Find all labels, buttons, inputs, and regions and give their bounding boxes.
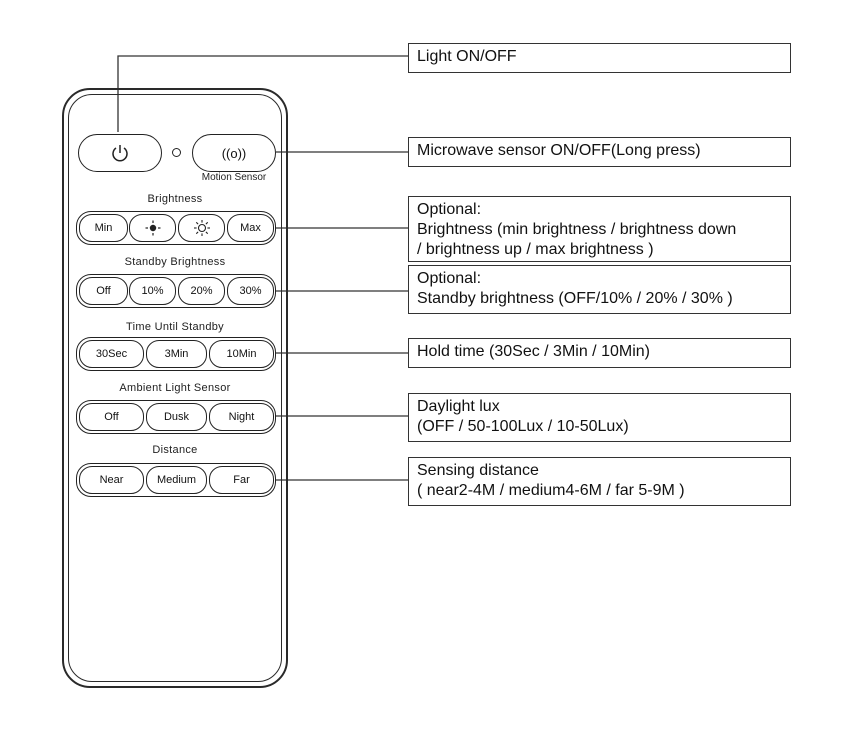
time-30sec-button[interactable]: 30Sec — [79, 340, 144, 368]
motion-sensor-label: Motion Sensor — [201, 172, 267, 183]
brightness-up-button[interactable] — [178, 214, 225, 242]
time-group — [76, 337, 276, 371]
standby-off-label: Off — [96, 285, 111, 297]
distance-near-label: Near — [99, 474, 124, 486]
standby-10-button[interactable]: 10% — [129, 277, 176, 305]
brightness-max-button[interactable]: Max — [227, 214, 274, 242]
callout-microwave-line: Microwave sensor ON/OFF(Long press) — [417, 142, 701, 159]
callout-light-line: Light ON/OFF — [417, 48, 517, 65]
callout-standby: Optional: Standby brightness (OFF/10% / … — [408, 265, 791, 314]
distance-far-label: Far — [233, 474, 250, 486]
distance-medium-label: Medium — [156, 474, 197, 486]
time-3min-label: 3Min — [164, 348, 189, 360]
callout-daylight: Daylight lux (OFF / 50-100Lux / 10-50Lux… — [408, 393, 791, 442]
ambient-off-button[interactable]: Off — [79, 403, 144, 431]
brightness-down-icon — [145, 220, 160, 236]
callout-standby-line-1: Optional: — [417, 270, 482, 287]
standby-30-label: 30% — [239, 285, 262, 297]
callout-light: Light ON/OFF — [408, 43, 791, 73]
leader-light — [117, 55, 408, 132]
ambient-dusk-button[interactable]: Dusk — [146, 403, 207, 431]
standby-20-button[interactable]: 20% — [178, 277, 225, 305]
time-10min-label: 10Min — [226, 348, 257, 360]
brightness-up-icon — [193, 220, 210, 236]
brightness-down-button[interactable] — [129, 214, 176, 242]
indicator-led — [172, 148, 181, 157]
callout-distance-line-2: ( near2-4M / medium4-6M / far 5-9M ) — [417, 482, 685, 499]
distance-group — [76, 463, 276, 497]
distance-far-button[interactable]: Far — [209, 466, 274, 494]
callout-daylight-line-1: Daylight lux — [417, 398, 500, 415]
callout-standby-line-2: Standby brightness (OFF/10% / 20% / 30% … — [417, 290, 733, 307]
callout-distance: Sensing distance ( near2-4M / medium4-6M… — [408, 457, 791, 506]
callout-distance-line-1: Sensing distance — [417, 462, 539, 479]
ambient-off-label: Off — [104, 411, 119, 423]
ambient-night-label: Night — [228, 411, 255, 423]
motion-sensor-button[interactable]: ((o)) — [192, 134, 276, 172]
standby-off-button[interactable]: Off — [79, 277, 128, 305]
callout-hold-line: Hold time (30Sec / 3Min / 10Min) — [417, 343, 650, 360]
standby-30-button[interactable]: 30% — [227, 277, 274, 305]
ambient-title: Ambient Light Sensor — [119, 382, 231, 394]
power-button[interactable] — [78, 134, 162, 172]
brightness-max-label: Max — [240, 222, 261, 234]
standby-20-label: 20% — [190, 285, 213, 297]
callout-microwave: Microwave sensor ON/OFF(Long press) — [408, 137, 791, 167]
brightness-group — [76, 211, 276, 245]
standby-10-label: 10% — [141, 285, 164, 297]
distance-medium-button[interactable]: Medium — [146, 466, 207, 494]
callout-brightness-line-1: Optional: — [417, 201, 482, 218]
standby-title: Standby Brightness — [124, 256, 226, 268]
time-30sec-label: 30Sec — [95, 348, 128, 360]
callout-brightness-line-2: Brightness (min brightness / brightness … — [417, 221, 737, 238]
callout-daylight-line-2: (OFF / 50-100Lux / 10-50Lux) — [417, 418, 629, 435]
remote-inner-border — [68, 94, 282, 682]
time-3min-button[interactable]: 3Min — [146, 340, 207, 368]
brightness-min-label: Min — [94, 222, 113, 234]
motion-wave-icon: ((o)) — [221, 145, 247, 161]
time-10min-button[interactable]: 10Min — [209, 340, 274, 368]
time-title: Time Until Standby — [126, 321, 224, 333]
distance-title: Distance — [152, 444, 198, 456]
callout-brightness: Optional: Brightness (min brightness / b… — [408, 196, 791, 262]
ambient-night-button[interactable]: Night — [209, 403, 274, 431]
remote-body — [62, 88, 288, 688]
ambient-dusk-label: Dusk — [163, 411, 190, 423]
power-icon — [112, 145, 128, 162]
ambient-group — [76, 400, 276, 434]
distance-near-button[interactable]: Near — [79, 466, 144, 494]
callout-brightness-line-3: / brightness up / max brightness ) — [417, 241, 654, 258]
callout-hold: Hold time (30Sec / 3Min / 10Min) — [408, 338, 791, 368]
standby-group — [76, 274, 276, 308]
brightness-title: Brightness — [147, 193, 203, 205]
brightness-min-button[interactable]: Min — [79, 214, 128, 242]
